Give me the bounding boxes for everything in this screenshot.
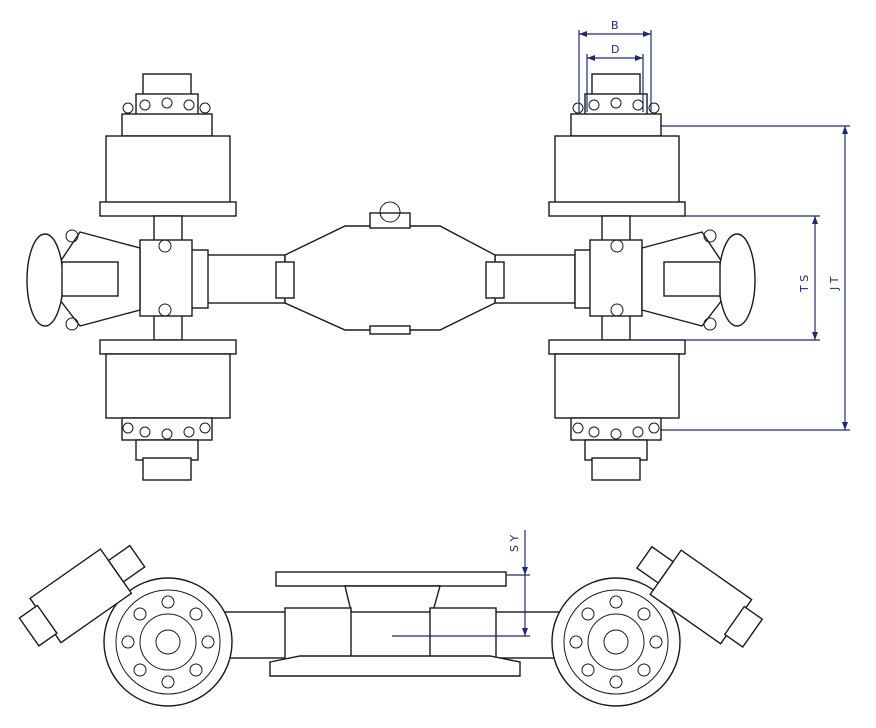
- right-side-wheel: [551, 577, 681, 707]
- right-brake-assembly: [574, 229, 756, 331]
- left-lower-hub: [99, 313, 237, 481]
- side-view: S Y: [18, 530, 764, 707]
- axle-beam: [204, 201, 576, 335]
- dimension-label-b: B: [611, 19, 619, 32]
- right-upper-hub: [548, 73, 686, 243]
- right-lower-hub: [548, 313, 686, 481]
- mounting-plate: [275, 571, 507, 587]
- dimension-label-ts: T S: [798, 275, 811, 293]
- dimension-sy: S Y: [392, 530, 530, 637]
- dimension-label-d: D: [611, 43, 619, 56]
- dimension-label-sy: S Y: [508, 535, 521, 552]
- bottom-plate: [269, 655, 521, 677]
- axle-tube: [224, 611, 586, 659]
- dimension-ts: T S: [640, 215, 820, 341]
- left-upper-hub: [99, 73, 237, 243]
- dimension-jt: J T: [660, 125, 850, 431]
- dimension-label-jt: J T: [828, 276, 841, 291]
- dimension-d: D: [586, 43, 644, 112]
- left-side-wheel: [103, 577, 233, 707]
- right-side-brake-chamber: [635, 545, 764, 649]
- left-side-brake-chamber: [18, 544, 146, 647]
- dimension-b: B: [578, 19, 652, 112]
- top-view: B D J T T S: [26, 19, 850, 481]
- left-brake-assembly: [26, 229, 209, 331]
